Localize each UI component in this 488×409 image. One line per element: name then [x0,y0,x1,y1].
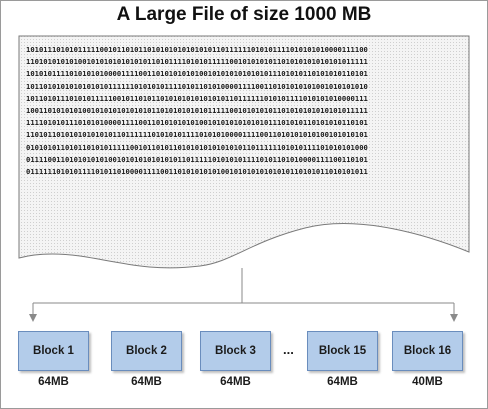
ellipsis: ... [283,342,294,357]
binary-line: 1001101010101001010101010101011010101010… [26,106,368,116]
binary-line: 0111100110101010101001010101010101011011… [26,154,368,164]
block-3-size: 64MB [220,376,251,388]
block-15: Block 15 [307,331,378,371]
diagram-title: A Large File of size 1000 MB [116,4,372,25]
block-2: Block 2 [111,331,182,371]
binary-line: 1010111010101111100101101011010101010101… [26,45,368,54]
binary-line: 1101010101010010101010101010110101111010… [26,57,368,67]
binary-line: 1011010101010101010111111010101011110101… [26,81,368,91]
block-1: Block 1 [18,331,89,371]
block-16: Block 16 [392,331,463,371]
binary-line: 1011010111010101111100101101011010101010… [26,93,368,103]
binary-content: 1010111010101111100101101011010101010101… [26,44,466,178]
block-2-size: 64MB [131,376,162,388]
binary-line: 0101010110101101010111110010110101101010… [26,142,368,152]
block-16-size: 40MB [412,376,443,388]
block-3: Block 3 [200,331,271,371]
binary-line: 1111010101110101010000111100110101010101… [26,118,368,128]
block-15-size: 64MB [327,376,358,388]
binary-line: 1010101111010101010000111100110101010101… [26,69,368,79]
binary-line: 1101011010101010101011011111101010101111… [26,130,368,140]
large-file-shape [18,35,470,269]
block-1-size: 64MB [38,376,69,388]
binary-line: 0111111010101111010110100001111001101010… [26,167,368,177]
